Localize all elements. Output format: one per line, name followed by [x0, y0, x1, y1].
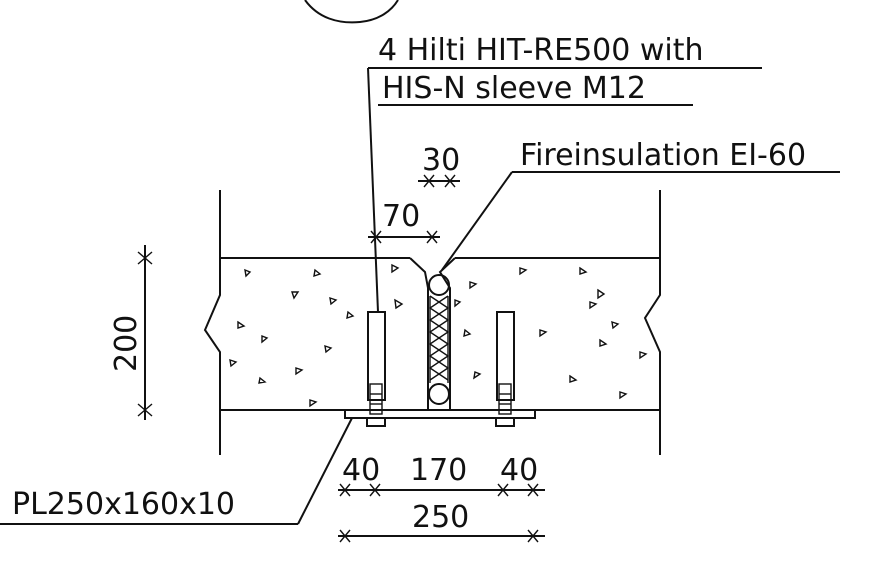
dim-plate-width-value: 250	[412, 500, 469, 535]
fire-insulation	[428, 274, 450, 405]
dim-plate-split-line	[338, 483, 545, 497]
right-anchor	[495, 311, 515, 427]
anchor-label-line1: 4 Hilti HIT-RE500 with	[378, 33, 704, 68]
dim-anchor-edge-value: 70	[382, 199, 420, 234]
dim-slab-thickness-line	[137, 245, 153, 420]
dim-plate-edge-right-value: 40	[500, 453, 538, 488]
dim-plate-width-line	[338, 529, 545, 543]
anchor-leader	[367, 67, 762, 313]
fire-insulation-label: Fireinsulation EI-60	[520, 138, 806, 173]
dim-slab-thickness-value: 200	[109, 315, 144, 372]
steel-plate	[344, 409, 536, 419]
detail-bubble-arc	[304, 0, 399, 24]
dim-gap-line	[418, 174, 460, 188]
dim-anchor-spacing-value: 170	[410, 453, 467, 488]
insulation-leader	[441, 171, 840, 271]
concrete-hatch	[229, 263, 648, 408]
right-slab	[438, 190, 661, 455]
left-anchor	[366, 311, 386, 427]
dim-gap-value: 30	[422, 143, 460, 178]
anchor-label-line2: HIS-N sleeve M12	[382, 71, 646, 106]
plate-leader	[0, 417, 353, 525]
dim-plate-edge-left-value: 40	[342, 453, 380, 488]
dim-anchor-edge-line	[368, 230, 440, 244]
plate-label: PL250x160x10	[12, 487, 235, 522]
